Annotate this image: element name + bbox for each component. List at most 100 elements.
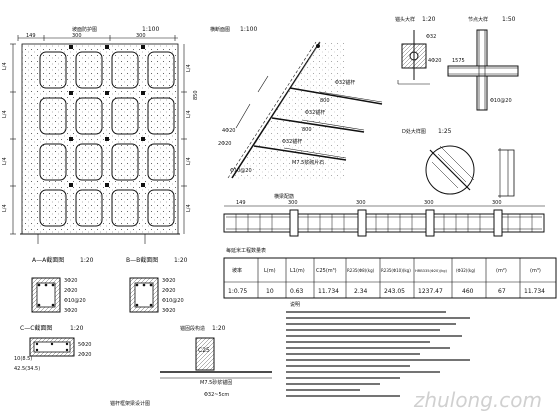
cross-node-label-1: 1575 [452,58,465,64]
sec-cc-title: C—C截面图 [20,324,52,332]
beam-dim-2: 300 [288,200,298,206]
notes-block: 说明 [286,301,470,397]
anchor-bars [253,44,383,161]
sec-aa-label-3: Φ10@20 [64,298,86,304]
section-title: 横断面图 [210,26,230,33]
elevation-scale: 1:100 [142,26,159,33]
anchor-head-label-2: 4Φ20 [428,58,441,64]
th-5: R235(Φ8)(kg) [347,268,375,273]
notes-title: 说明 [290,301,300,308]
sec-bb-title: B—B截面图 [126,256,158,264]
td-7: 1237.47 [418,288,443,295]
sec-aa-label-4: 3Φ20 [64,308,77,314]
elev-right-dim-3: L/4 [186,157,192,165]
sec-aa-title: A—A截面图 [32,256,64,264]
elev-left-dim-1: L/4 [2,62,8,70]
td-6: 243.05 [384,288,405,295]
sec-cc-label-3: 5Φ20 [78,342,91,348]
beam-long-section: 横梁配筋 149 300 300 300 300 [223,193,545,237]
section-scale: 1:100 [240,26,257,33]
cross-node-scale: 1:50 [502,16,516,23]
section-label-2: 800 [320,98,330,104]
sec-cc-scale: 1:20 [70,325,84,332]
td-5: 2.34 [354,288,368,295]
anchor-head-label-1: Φ32 [426,34,436,40]
anchorage-detail: 锚固段构造 1:20 C25 M7.5砂浆锚固 Φ32~5cm [160,325,272,398]
elev-dim-2: 300 [72,33,82,39]
th-1: 坡率 [232,267,242,274]
section-label-8: 2Φ20 [218,141,231,147]
th-8: (Φ32)(kg) [456,268,476,273]
td-8: 460 [462,288,474,295]
beam-dim-4: 300 [424,200,434,206]
td-10: 11.734 [524,288,545,295]
section-b-b: B—B截面图 1:20 3Φ20 2Φ20 Φ10@20 3Φ20 [126,256,188,314]
elev-right-dim-2: L/4 [186,110,192,118]
section-label-9: Φ10@20 [230,168,252,174]
th-10: (m³) [530,268,541,274]
elev-left-dim-2: L/4 [2,110,8,118]
td-3: 0.63 [290,288,304,295]
section-label-6: M7.5浆砌片石 [292,159,324,166]
sec-bb-scale: 1:20 [174,257,188,264]
anchor-head-title: 锚头大样 [395,16,415,23]
elev-left-dim-4: L/4 [2,204,8,212]
anchorage-scale: 1:20 [212,325,226,332]
sec-cc-label-2: 42.5(34.5) [14,366,40,372]
section-label-4: 800 [302,127,312,133]
td-4: 11.734 [318,288,339,295]
sec-bb-label-3: Φ10@20 [162,298,184,304]
sec-bb-label-4: 3Φ20 [162,308,175,314]
anchor-head-detail: 锚头大样 1:20 Φ32 4Φ20 [395,16,441,85]
beam-dim-1: 149 [236,200,246,206]
sec-aa-label-1: 3Φ20 [64,278,77,284]
sec-aa-scale: 1:20 [80,257,94,264]
th-4: C25(m³) [316,268,337,274]
th-7: HRB335(Φ20)(kg) [415,269,447,273]
cross-node-title: 节点大样 [468,16,488,23]
quantity-table: 每延米工程数量表 坡率 L(m) L1(m) C25(m³) R235(Φ8)(… [223,247,557,299]
table-title: 每延米工程数量表 [226,247,266,254]
th-2: L(m) [264,268,276,274]
sec-bb-label-2: 2Φ20 [162,288,175,294]
anchorage-label-2: M7.5砂浆锚固 [200,379,232,386]
detail-d-title: D处大样图 [402,128,426,135]
section-a-a: A—A截面图 1:20 3Φ20 2Φ20 Φ10@20 3Φ20 [31,256,94,314]
th-9: (m²) [496,268,507,274]
section-label-1: Φ32锚杆 [335,79,355,86]
sec-bb-label-1: 3Φ20 [162,278,175,284]
cross-node-label-2: Φ10@20 [490,98,512,104]
section-view: 横断面图 1:100 Φ32锚杆 800 Φ32锚杆 800 Φ32锚杆 M7.… [210,26,383,180]
beam-long-title: 横梁配筋 [274,193,294,200]
elevation-title: 坡面防护图 [72,26,97,33]
sec-cc-label-4: 2Φ20 [78,352,91,358]
beam-dim-3: 300 [356,200,366,206]
th-3: L1(m) [290,268,305,274]
td-1: 1:0.75 [228,288,247,295]
sec-cc-label-1: 10(8.5) [14,356,32,362]
td-2: 10 [266,288,274,295]
anchor-head-scale: 1:20 [422,16,436,23]
anchorage-title: 锚固段构造 [180,325,205,332]
anchorage-label-3: Φ32~5cm [204,392,229,398]
elev-dim-3: 300 [136,33,146,39]
th-6: R235(Φ10)(kg) [381,268,411,273]
cross-node-detail: 节点大样 1:50 1575 Φ10@20 [447,16,519,111]
frame-grid [39,45,175,227]
elev-right-dim-4: L/4 [186,204,192,212]
elevation-view: 坡面防护图 1:100 149 300 300 [2,26,199,244]
drawing-title: 锚杆框架梁设计图 [110,400,150,407]
section-c-c: C—C截面图 1:20 10(8.5) 42.5(34.5) 5Φ20 2Φ20 [14,324,91,372]
elev-left-dim-3: L/4 [2,157,8,165]
elev-right-dim-1: L/4 [186,64,192,72]
detail-d: D处大样图 1:25 [402,128,515,198]
elev-total-dim: 850 [193,90,199,100]
td-9: 67 [498,288,506,295]
section-label-3: Φ32锚杆 [305,109,325,116]
section-label-7: 4Φ20 [222,128,235,134]
beam-dim-5: 300 [492,200,502,206]
anchorage-label-1: C25 [198,347,210,354]
detail-d-scale: 1:25 [438,128,452,135]
section-label-5: Φ32锚杆 [282,138,302,145]
